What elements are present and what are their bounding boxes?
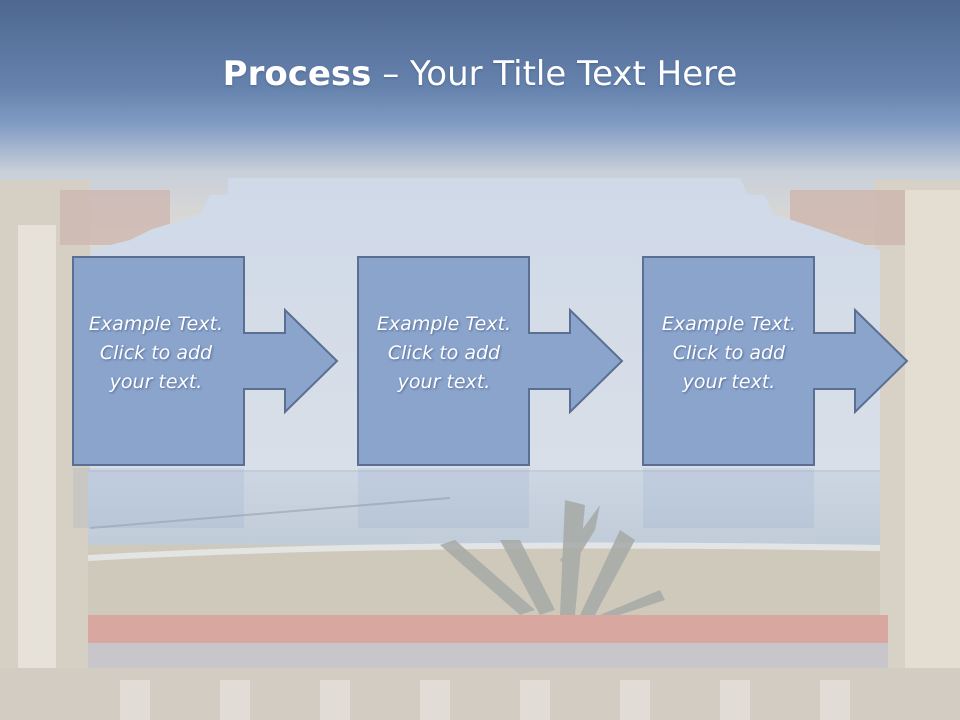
wave-line	[89, 497, 451, 529]
process-shape-2[interactable]	[357, 256, 624, 466]
floor	[0, 668, 960, 720]
right-pillar	[905, 190, 960, 690]
step-3-line-2: Click to add	[672, 342, 786, 364]
title-bold: Process	[222, 54, 372, 94]
sea	[88, 470, 880, 545]
title-rest: Your Title Text Here	[410, 54, 738, 94]
left-pillar-light	[18, 225, 56, 685]
slide-title[interactable]: Process – Your Title Text Here	[0, 52, 960, 96]
step-3-line-3: your text.	[682, 371, 776, 393]
step-2-line-1: Example Text.	[376, 313, 512, 335]
title-separator: –	[371, 54, 411, 94]
step-3-line-1: Example Text.	[661, 313, 797, 335]
shape-reflections	[73, 468, 814, 528]
process-shapes	[72, 256, 909, 466]
step-2-line-2: Click to add	[387, 342, 501, 364]
process-shape-3[interactable]	[642, 256, 909, 466]
process-shape-1[interactable]	[72, 256, 339, 466]
step-1-line-1: Example Text.	[88, 313, 224, 335]
step-2-line-3: your text.	[397, 371, 491, 393]
step-2-text[interactable]: Example Text. Click to add your text.	[358, 310, 530, 397]
step-1-line-3: your text.	[109, 371, 203, 393]
step-1-line-2: Click to add	[99, 342, 213, 364]
floor-stripes	[120, 680, 850, 720]
agave-plant	[440, 500, 665, 618]
step-3-text[interactable]: Example Text. Click to add your text.	[643, 310, 815, 397]
step-1-text[interactable]: Example Text. Click to add your text.	[70, 310, 242, 397]
red-railing	[88, 615, 888, 643]
railing-base	[88, 643, 888, 668]
